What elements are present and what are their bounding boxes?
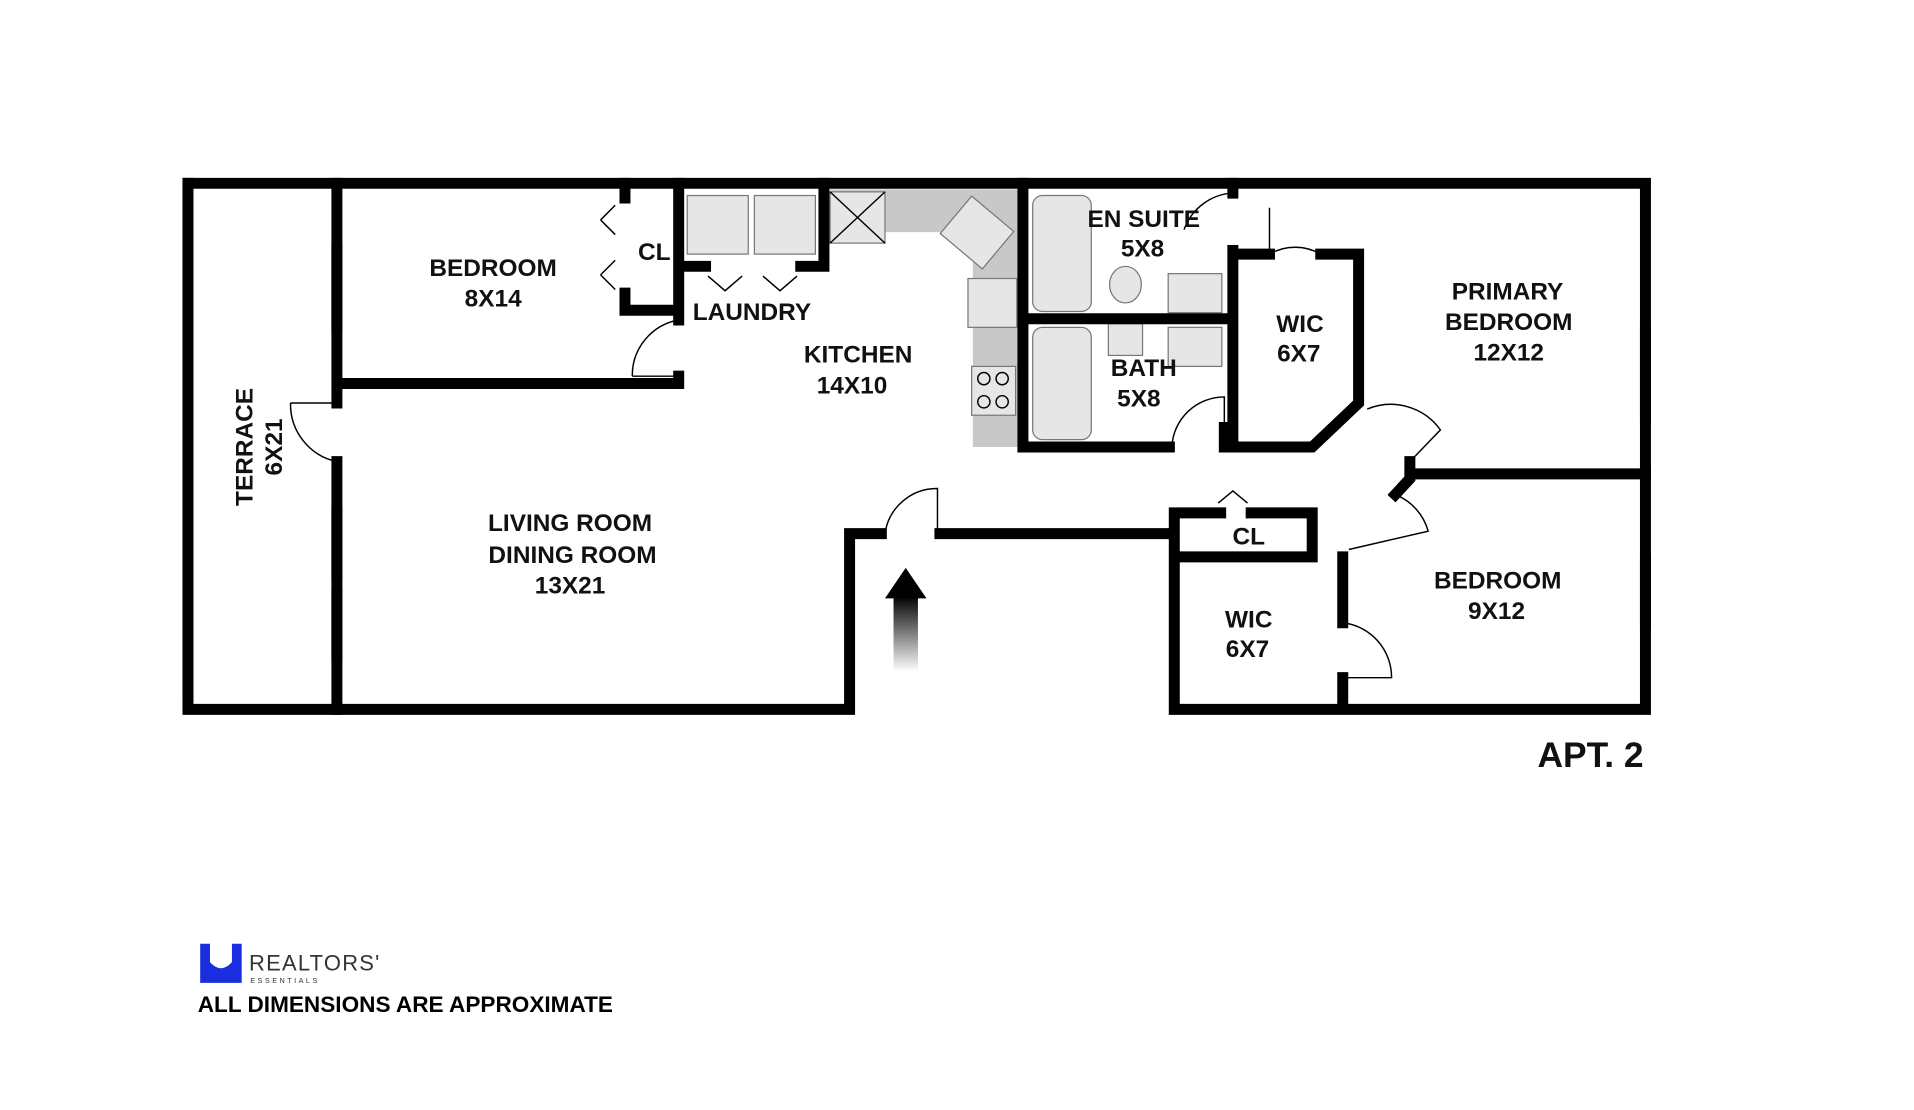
- bedroom-2-label: BEDROOM: [1434, 568, 1561, 595]
- en-suite-label: EN SUITE: [1087, 206, 1200, 233]
- primary-bedroom-size: 12X12: [1473, 339, 1544, 366]
- wic-size: 6X7: [1277, 341, 1320, 368]
- closet-label: CL: [638, 239, 671, 266]
- terrace-label: TERRACE 6X21: [232, 388, 288, 506]
- kitchen-label: KITCHEN: [804, 342, 912, 369]
- realtors-essentials-logo: REALTORS' ESSENTIALS: [200, 943, 381, 985]
- bedroom-label: BEDROOM: [429, 255, 556, 282]
- disclaimer: ALL DIMENSIONS ARE APPROXIMATE: [198, 992, 613, 1017]
- bedroom-size: 8X14: [465, 286, 522, 313]
- doors: [289, 192, 1442, 679]
- living-room-size: 13X21: [535, 572, 606, 599]
- kitchen-counter: [829, 189, 1020, 447]
- kitchen-size: 14X10: [817, 372, 888, 399]
- en-suite-size: 5X8: [1121, 236, 1164, 263]
- laundry-label: LAUNDRY: [693, 299, 811, 326]
- bath-size: 5X8: [1117, 386, 1160, 413]
- bath-label: BATH: [1111, 355, 1177, 382]
- wic-2-size: 6X7: [1226, 636, 1269, 663]
- wic-label: WIC: [1276, 311, 1323, 338]
- primary-bedroom-label-2: BEDROOM: [1445, 309, 1572, 336]
- wic-2-label: WIC: [1225, 607, 1272, 634]
- entry-arrow-icon: [884, 567, 927, 672]
- bedroom-2-size: 9X12: [1468, 598, 1525, 625]
- svg-text:ESSENTIALS: ESSENTIALS: [250, 976, 320, 985]
- svg-text:TERRACE: TERRACE: [232, 388, 259, 506]
- svg-text:REALTORS': REALTORS': [249, 951, 381, 976]
- laundry-machines: [686, 194, 817, 292]
- apartment-title: APT. 2: [1537, 736, 1643, 775]
- closet-2-label: CL: [1232, 524, 1265, 551]
- svg-text:6X21: 6X21: [261, 418, 288, 475]
- primary-bedroom-label: PRIMARY: [1452, 278, 1564, 305]
- bath-fixtures: [1032, 194, 1223, 441]
- dining-room-label: DINING ROOM: [488, 542, 656, 569]
- living-room-label: LIVING ROOM: [488, 510, 652, 537]
